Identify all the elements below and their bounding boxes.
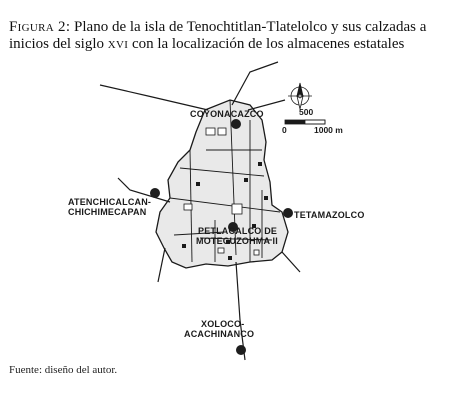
building-markers [183, 127, 260, 256]
label-petlacalco-1: PETLACALCO DE [198, 226, 277, 236]
causeway-northeast [247, 99, 286, 111]
figure-caption: Figura 2: Plano de la isla de Tenochtitl… [9, 19, 454, 53]
label-atenchicalcan-2: CHICHIMECAPAN [68, 207, 146, 217]
dot-petlacalco [228, 222, 238, 232]
label-coyonacazco: COYONACAZCO [190, 109, 264, 119]
scale-label-0: 0 [282, 125, 287, 135]
small-square-markers [182, 162, 268, 260]
north-arrow-icon [288, 82, 312, 110]
causeway-northwest [99, 84, 209, 111]
caption-line-1: Figura 2: Plano de la isla de Tenochtitl… [9, 19, 454, 36]
label-petlacalco-2: MOTECUZOHMA II [196, 236, 278, 246]
dot-atenchicalcan [150, 188, 160, 198]
canals [169, 99, 281, 263]
caption-text-1: Plano de la isla de Tenochtitlan-Tlatelo… [74, 19, 427, 35]
caption-line-2: inicios del siglo xvi con la localizació… [9, 36, 454, 53]
causeway-southeast [281, 251, 301, 273]
caption-label: Figura 2: [9, 19, 71, 35]
causeway-north [231, 61, 279, 106]
scale-label-1000: 1000 m [314, 125, 343, 135]
warehouse-dots [150, 119, 293, 355]
scale-label-500: 500 [299, 107, 313, 117]
causeway-west [117, 177, 171, 203]
caption-text-2b: con la localización de los almacenes est… [128, 36, 405, 52]
dot-coyonacazco [231, 119, 241, 129]
caption-century: xvi [107, 36, 129, 52]
causeway-southwest [157, 247, 166, 283]
caption-text-2a: inicios del siglo [9, 36, 108, 52]
scale-bar: 500 0 1000 m [282, 107, 343, 135]
label-tetamazolco: TETAMAZOLCO [294, 210, 365, 220]
source-note: Fuente: diseño del autor. [9, 364, 118, 376]
dot-tetamazolco [283, 208, 293, 218]
label-xoloco-1: XOLOCO- [201, 319, 244, 329]
dot-xoloco [236, 345, 246, 355]
label-xoloco-2: ACACHINANCO [184, 329, 254, 339]
label-atenchicalcan-1: ATENCHICALCAN- [68, 197, 151, 207]
